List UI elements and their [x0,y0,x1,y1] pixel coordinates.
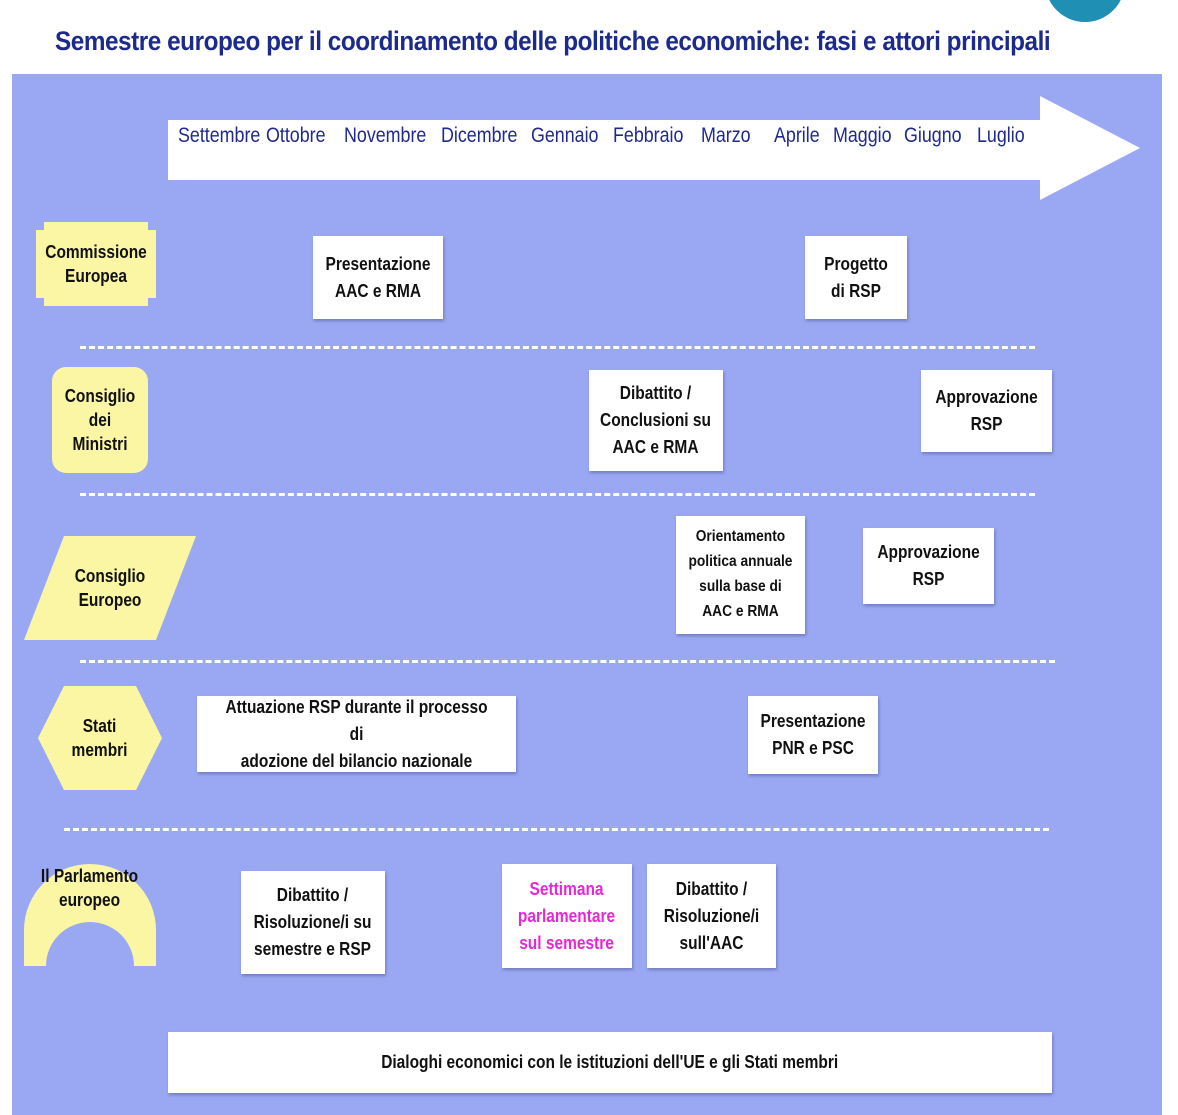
row-divider [80,493,1035,496]
month-luglio: Luglio [977,124,1025,147]
actor-label: Stati membri [72,715,128,760]
month-settembre: Settembre [178,124,261,147]
month-ottobre: Ottobre [266,124,326,147]
box-presentazione-pnr-psc: Presentazione PNR e PSC [748,696,878,774]
actor-consiglio-ministri: Consiglio dei Ministri [52,367,148,473]
actor-label: Consiglio Europeo [74,565,146,610]
box-approvazione-rsp-ministri: Approvazione RSP [921,370,1052,452]
logo [1040,0,1130,28]
actor-consiglio-europeo: Consiglio Europeo [24,536,196,640]
box-orientamento-politica: Orientamento politica annuale sulla base… [676,516,805,634]
box-dibattito-risoluzione-aac: Dibattito / Risoluzione/i sull'AAC [647,864,776,968]
actor-commissione-europea: Commissione Europea [36,222,156,306]
month-gennaio: Gennaio [531,124,599,147]
row-divider [80,660,1055,663]
month-dicembre: Dicembre [441,124,518,147]
actor-label: Commissione Europea [45,241,147,286]
box-settimana-parlamentare: Settimana parlamentare sul semestre [502,864,632,968]
actor-label: Il Parlamento europeo [41,866,139,911]
box-approvazione-rsp-europeo: Approvazione RSP [863,528,994,604]
box-attuazione-rsp: Attuazione RSP durante il processo di ad… [197,696,516,772]
box-dialoghi-economici: Dialoghi economici con le istituzioni de… [168,1032,1052,1093]
box-progetto-rsp: Progetto di RSP [805,236,907,319]
month-marzo: Marzo [701,124,751,147]
page-title: Semestre europeo per il coordinamento de… [55,26,1051,56]
month-giugno: Giugno [904,124,962,147]
actor-label: Consiglio dei Ministri [64,385,136,455]
actor-parlamento-europeo: Il Parlamento europeo [24,862,156,966]
row-divider [80,346,1035,349]
box-dibattito-conclusioni: Dibattito / Conclusioni su AAC e RMA [589,370,723,471]
row-divider [64,828,1049,831]
month-maggio: Maggio [833,124,892,147]
timeline-arrow [168,96,1140,200]
month-febbraio: Febbraio [613,124,684,147]
month-novembre: Novembre [344,124,427,147]
month-aprile: Aprile [774,124,820,147]
actor-stati-membri: Stati membri [38,686,162,790]
box-dibattito-risoluzione-semestre: Dibattito / Risoluzione/i su semestre e … [241,871,385,974]
box-presentazione-aac-rma: Presentazione AAC e RMA [313,236,443,319]
